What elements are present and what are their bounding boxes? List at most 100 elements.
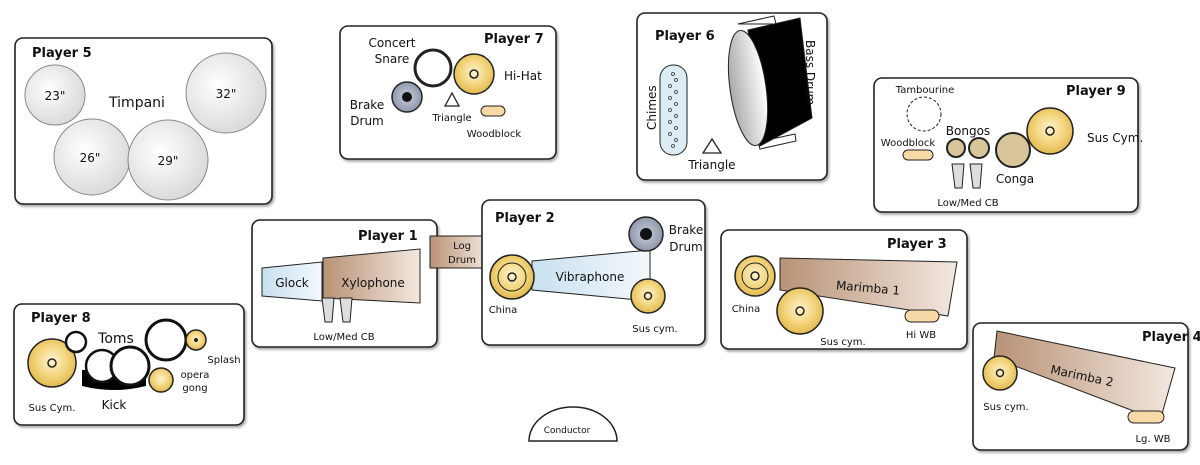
vibraphone-label: Vibraphone	[556, 270, 625, 284]
bongo-icon	[968, 137, 990, 159]
player-4-station: Player 4 Marimba 2 Sus cym. Lg. WB	[972, 322, 1200, 451]
sus-cymbal-icon	[776, 287, 824, 335]
player-5-title: Player 5	[32, 46, 92, 61]
timpani-29	[127, 119, 209, 201]
player-3-station: Player 3 Marimba 1 China Sus cym. Hi WB	[720, 229, 968, 350]
glock-label: Glock	[275, 276, 309, 290]
conga-label: Conga	[996, 172, 1034, 186]
sus-cymbal-label: Sus cym.	[820, 337, 865, 348]
bongos-label: Bongos	[946, 124, 990, 138]
snare-label: Concert	[369, 36, 416, 50]
tom-icon	[109, 345, 151, 387]
kick-label: Kick	[102, 398, 127, 412]
triangle-label: Triangle	[687, 158, 735, 172]
sus-cymbal-icon	[27, 338, 77, 388]
woodblock-icon	[904, 309, 940, 323]
bass-drum-icon	[727, 15, 813, 150]
tom-icon	[64, 330, 88, 354]
conductor-label: Conductor	[544, 426, 591, 436]
sus-cymbal-icon	[982, 355, 1018, 391]
opera-gong-label: opera	[181, 370, 210, 381]
chimes-label: Chimes	[645, 85, 659, 130]
player-6-title: Player 6	[655, 29, 715, 44]
sus-cymbal-icon	[630, 278, 666, 314]
log-drum-label: Drum	[448, 255, 476, 266]
woodblock-icon	[480, 105, 506, 117]
concert-snare-icon	[417, 52, 449, 84]
marimba-1-label: Marimba 1	[835, 278, 900, 298]
triangle-label: Triangle	[431, 113, 471, 124]
conductor-podium: Conductor	[528, 406, 618, 442]
opera-gong-label: gong	[182, 383, 207, 394]
player-8-station: Player 8 Sus Cym. Toms Kick Splash opera…	[13, 303, 245, 426]
player-3-title: Player 3	[887, 237, 947, 252]
cowbell-icon	[321, 297, 335, 323]
woodblock-icon	[1127, 410, 1165, 424]
player-2-station: Player 2 Vibraphone China Brake Drum Sus…	[481, 199, 706, 346]
cowbells-label: Low/Med CB	[313, 332, 374, 343]
marimba-1-icon	[779, 257, 958, 317]
cowbell-icon	[951, 163, 965, 189]
woodblock-label: Woodblock	[881, 138, 936, 149]
bass-drum-label: Bass Drum	[803, 40, 817, 105]
toms-label: Toms	[97, 331, 134, 347]
snare-label: Snare	[375, 52, 410, 66]
cowbell-icon	[969, 163, 983, 189]
brake-drum-label: Brake	[669, 223, 703, 237]
floor-tom-icon	[144, 318, 188, 362]
china-cymbal-icon	[734, 255, 776, 297]
sus-cymbal-label: Sus cym.	[983, 402, 1028, 413]
cowbell-icon	[339, 297, 353, 323]
timpani-23	[24, 64, 86, 126]
hi-hat-label: Hi-Hat	[504, 69, 542, 83]
player-2-title: Player 2	[495, 211, 555, 226]
player-6-station: Player 6 Chimes Triangle Bass Drum	[636, 12, 828, 181]
woodblock-label: Lg. WB	[1135, 434, 1170, 445]
player-5-station: Player 5 23" 26" 29" 32" Timpani	[14, 37, 273, 205]
player-9-title: Player 9	[1066, 84, 1126, 99]
xylophone-label: Xylophone	[341, 276, 405, 290]
opera-gong-icon	[148, 367, 174, 393]
player-7-station: Player 7 Concert Snare Hi-Hat Brake Drum…	[339, 25, 557, 160]
sus-cymbal-icon	[1026, 107, 1074, 155]
player-7-title: Player 7	[484, 32, 544, 47]
triangle-icon	[443, 91, 461, 107]
player-8-title: Player 8	[31, 311, 91, 326]
chimes-icon	[659, 64, 688, 156]
splash-label: Splash	[207, 355, 240, 366]
triangle-icon	[701, 137, 723, 154]
woodblock-icon	[902, 149, 934, 161]
tambourine-icon	[906, 96, 942, 132]
tambourine-label: Tambourine	[895, 85, 955, 96]
sus-cymbal-label: Sus cym.	[632, 324, 677, 335]
player-4-title: Player 4	[1142, 330, 1200, 345]
sus-cymbal-label: Sus Cym.	[29, 403, 76, 414]
player-1-title: Player 1	[358, 229, 418, 244]
sus-cymbal-label: Sus Cym.	[1087, 131, 1143, 145]
player-1-station: Player 1 Glock Xylophone Low/Med CB	[251, 219, 438, 348]
bongo-icon	[946, 138, 966, 158]
timpani-size-label: 23"	[45, 89, 66, 103]
brake-drum-label: Drum	[350, 114, 383, 128]
woodblock-label: Woodblock	[467, 129, 522, 140]
cowbells-label: Low/Med CB	[937, 198, 998, 209]
china-label: China	[489, 305, 518, 316]
log-drum-icon	[429, 235, 489, 269]
log-drum-label: Log	[453, 241, 471, 252]
timpani-size-label: 29"	[158, 154, 179, 168]
brake-drum-label: Drum	[669, 240, 702, 254]
woodblock-label: Hi WB	[906, 330, 936, 341]
timpani-size-label: 26"	[80, 151, 101, 165]
player-9-station: Player 9 Tambourine Woodblock Bongos Low…	[873, 77, 1143, 213]
china-label: China	[732, 304, 761, 315]
brake-drum-label: Brake	[350, 98, 384, 112]
log-drum: Log Drum	[429, 235, 489, 269]
conga-icon	[995, 132, 1031, 168]
timpani-32	[185, 52, 267, 134]
china-cymbal-icon	[489, 254, 535, 300]
hi-hat-icon	[453, 53, 495, 95]
xylophone-icon	[322, 248, 421, 304]
timpani-size-label: 32"	[216, 87, 237, 101]
timpani-label: Timpani	[108, 95, 165, 111]
